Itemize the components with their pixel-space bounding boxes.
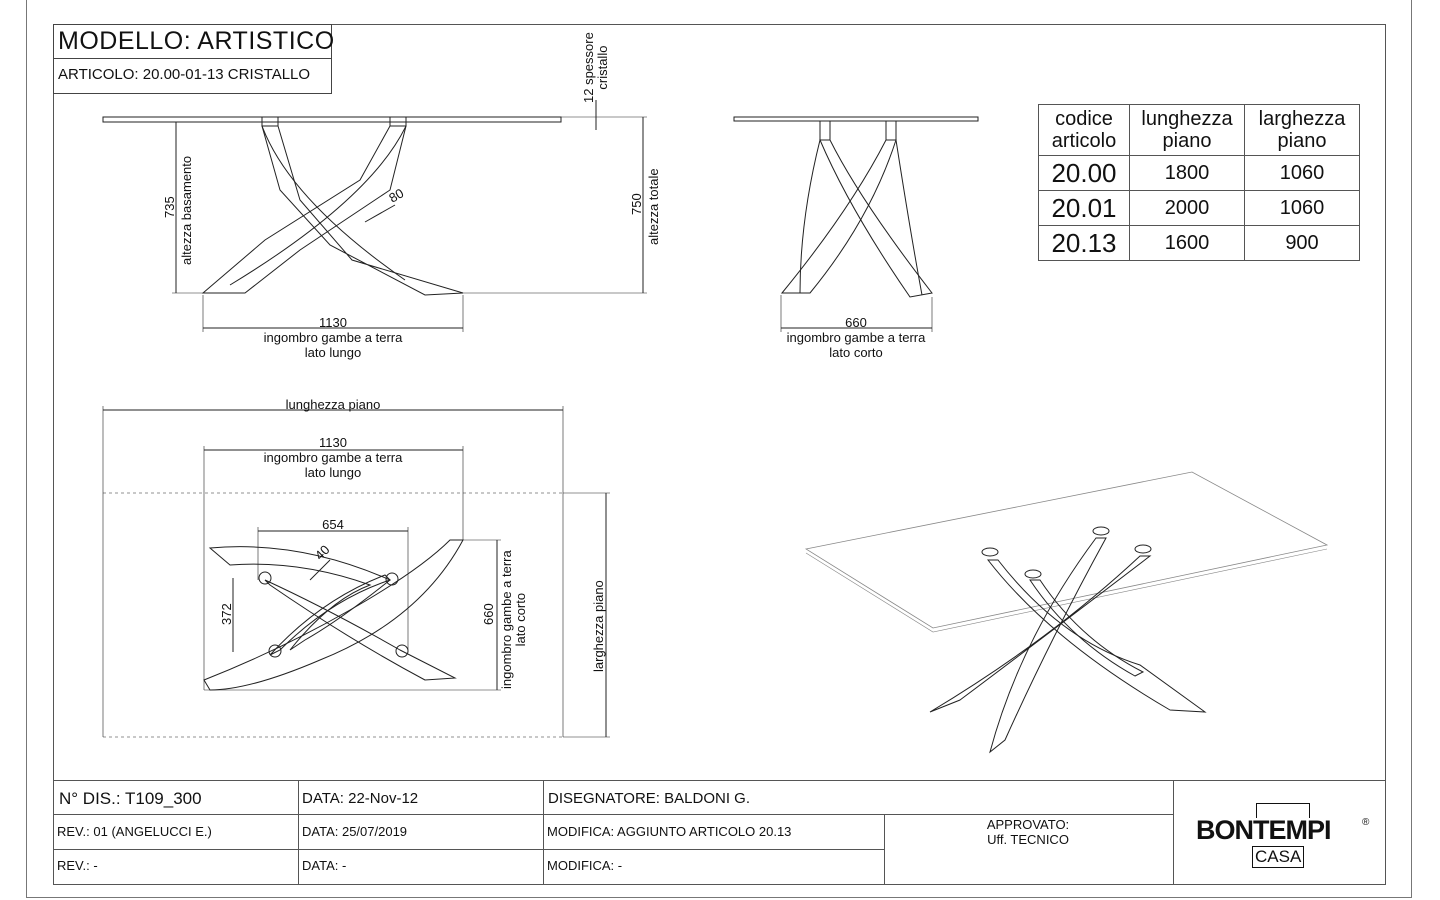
top-length-label: lunghezza piano — [285, 397, 381, 412]
plan-view — [102, 406, 610, 738]
revision-date-2: DATA: - — [302, 858, 347, 873]
long-side-value: 1130 — [319, 315, 347, 330]
spec-width: 900 — [1244, 225, 1360, 261]
table-row: 20.13 1600 900 — [1038, 225, 1360, 261]
total-height-value: 750 — [629, 193, 644, 215]
designer: DISEGNATORE: BALDONI G. — [548, 790, 750, 807]
drawing-frame — [53, 24, 1386, 885]
long-side-label-1: ingombro gambe a terra — [263, 330, 403, 345]
logo-casa: CASA — [1252, 846, 1305, 868]
top-width-label: larghezza piano — [591, 580, 606, 672]
table-row: 20.01 2000 1060 — [1038, 190, 1360, 226]
short-side-dim: 660 ingombro gambe a terra lato corto — [756, 315, 956, 360]
spec-length: 2000 — [1129, 190, 1245, 226]
long-side-label-2: lato lungo — [304, 345, 362, 360]
revision-date: DATA: 25/07/2019 — [302, 824, 408, 839]
spec-code: 20.13 — [1038, 225, 1130, 261]
bontempi-logo: BONTEMPI — [1196, 815, 1332, 845]
plan-short-label-1: ingombro gambe a terra — [499, 550, 514, 689]
model-title: MODELLO: ARTISTICO — [58, 27, 335, 55]
approved-label: APPROVATO: — [986, 817, 1070, 832]
inner-depth-value: 372 — [219, 603, 234, 625]
table-row: 20.00 1800 1060 — [1038, 155, 1360, 191]
spec-width: 1060 — [1244, 190, 1360, 226]
spec-length: 1800 — [1129, 155, 1245, 191]
modification-1: MODIFICA: AGGIUNTO ARTICOLO 20.13 — [547, 824, 792, 839]
title-divider — [53, 58, 332, 59]
modification-2: MODIFICA: - — [547, 858, 623, 873]
sheet-border — [26, 0, 1412, 898]
spec-code: 20.00 — [1038, 155, 1130, 191]
glass-thickness-line1: 12 spessore — [581, 32, 596, 103]
base-height-label: altezza basamento — [179, 155, 194, 265]
plan-long-label-1: ingombro gambe a terra — [263, 450, 403, 465]
short-side-label-2: lato corto — [829, 345, 883, 360]
plan-long-value: 1130 — [319, 435, 347, 450]
long-side-dim: 1130 ingombro gambe a terra lato lungo — [233, 315, 433, 360]
plan-long-dim: 1130 ingombro gambe a terra lato lungo — [233, 435, 433, 480]
drawing-number: N° DIS.: T109_300 — [59, 789, 202, 808]
plan-long-label-2: lato lungo — [304, 465, 362, 480]
glass-thickness-label: 12 spessore cristallo — [581, 32, 610, 103]
plan-short-label: ingombro gambe a terra lato corto — [499, 550, 528, 689]
approved-block: APPROVATO: Uff. TECNICO — [888, 817, 1168, 847]
spec-length: 1600 — [1129, 225, 1245, 261]
total-height-label: altezza totale — [646, 168, 661, 245]
title-block — [53, 24, 332, 94]
plan-short-label-2: lato corto — [513, 592, 528, 647]
iso-view — [804, 471, 1329, 754]
date-created: DATA: 22-Nov-12 — [302, 790, 419, 807]
footer-title-block: N° DIS.: T109_300 DATA: 22-Nov-12 DISEGN… — [53, 780, 1386, 885]
article-code: ARTICOLO: 20.00-01-13 CRISTALLO — [58, 66, 311, 83]
revision-2: REV.: - — [57, 858, 98, 873]
front-view — [102, 100, 647, 332]
inner-width-value: 654 — [322, 517, 344, 532]
revision-1: REV.: 01 (ANGELUCCI E.) — [57, 824, 212, 839]
logo-registered-mark: ® — [1362, 817, 1370, 828]
side-view — [733, 116, 979, 332]
approved-by: Uff. TECNICO — [987, 832, 1069, 847]
short-side-label-1: ingombro gambe a terra — [786, 330, 926, 345]
logo-frame — [1256, 803, 1310, 818]
plan-short-value: 660 — [481, 603, 496, 625]
spec-code: 20.01 — [1038, 190, 1130, 226]
short-side-value: 660 — [845, 315, 867, 330]
glass-thickness-line2: cristallo — [595, 45, 610, 90]
spec-width: 1060 — [1244, 155, 1360, 191]
base-height-value: 735 — [162, 196, 177, 218]
